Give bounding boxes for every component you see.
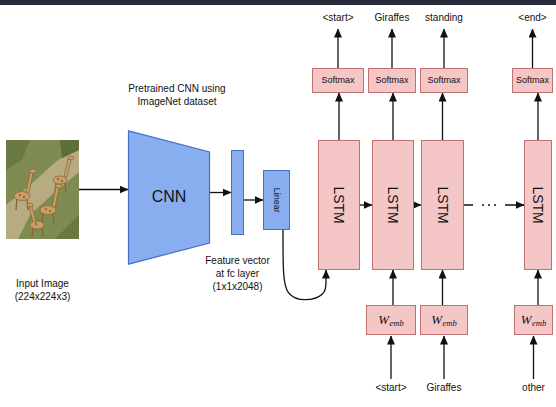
- lstm-cell: LSTM: [421, 140, 464, 270]
- embedding-box: Wemb: [366, 305, 416, 335]
- node-caption: Pretrained CNN using ImageNet dataset: [117, 82, 237, 108]
- node-label: W: [521, 313, 532, 328]
- embedding-box: Wemb: [420, 305, 468, 335]
- lstm-cell: LSTM: [318, 140, 360, 270]
- word-token: <end>: [518, 12, 546, 24]
- node-label: Softmax: [375, 75, 408, 85]
- arrow-connector: [537, 93, 538, 140]
- node-label: Linear: [271, 187, 281, 212]
- node-label: W: [431, 313, 442, 328]
- cnn-shape: [128, 131, 209, 264]
- node-label: LSTM: [530, 186, 546, 223]
- node-label: emb: [390, 319, 404, 329]
- lstm-cell: LSTM: [372, 140, 414, 270]
- arrow-connector: [244, 199, 263, 200]
- node-label: W: [378, 313, 389, 328]
- word-token: <start>: [375, 382, 406, 394]
- node-caption: Feature vector at fc layer (1x1x2048): [203, 254, 273, 293]
- node-label: Softmax: [321, 75, 354, 85]
- node-label: CNN: [152, 188, 187, 206]
- word-token: other: [522, 382, 545, 394]
- arrow-connector: [360, 204, 372, 205]
- lstm-cell: LSTM: [524, 140, 552, 270]
- input-photo: [6, 140, 79, 239]
- softmax-box: Softmax: [420, 68, 468, 93]
- arrow-connector: [392, 270, 393, 305]
- linear-layer: Linear: [263, 170, 290, 230]
- softmax-box: Softmax: [368, 68, 416, 93]
- word-token: Giraffes: [375, 12, 410, 24]
- cnn-block: Pretrained CNN using ImageNet datasetCNN: [128, 130, 210, 265]
- node-caption: Input Image (224x224x3): [8, 277, 78, 303]
- arrow-connector: [79, 189, 128, 190]
- word-token: <start>: [322, 12, 353, 24]
- arrow-connector: [442, 270, 443, 305]
- arrow-connector: [537, 270, 538, 305]
- arrow-connector: [338, 93, 339, 140]
- node-label: Softmax: [516, 75, 549, 85]
- node-label: emb: [443, 319, 457, 329]
- input-image: Input Image (224x224x3): [6, 140, 79, 239]
- node-label: LSTM: [331, 186, 347, 223]
- word-token: Giraffes: [427, 382, 462, 394]
- arrow-connector: [414, 204, 421, 205]
- output-arrows: [338, 29, 533, 68]
- node-label: emb: [532, 319, 546, 329]
- softmax-box: Softmax: [312, 68, 364, 93]
- node-label: Softmax: [427, 75, 460, 85]
- arrow-connector: [392, 93, 393, 140]
- node-label: LSTM: [385, 186, 401, 223]
- word-token: standing: [425, 12, 463, 24]
- node-label: LSTM: [434, 186, 450, 223]
- softmax-box: Softmax: [512, 68, 553, 93]
- input-arrows: [391, 336, 534, 379]
- top-bar: [0, 0, 556, 5]
- arrow-connector: [210, 192, 231, 193]
- feature-vector-bar: Feature vector at fc layer (1x1x2048): [231, 150, 244, 235]
- arrow-connector: [464, 204, 524, 205]
- embedding-box: Wemb: [514, 305, 553, 335]
- arrow-connector: [442, 93, 443, 140]
